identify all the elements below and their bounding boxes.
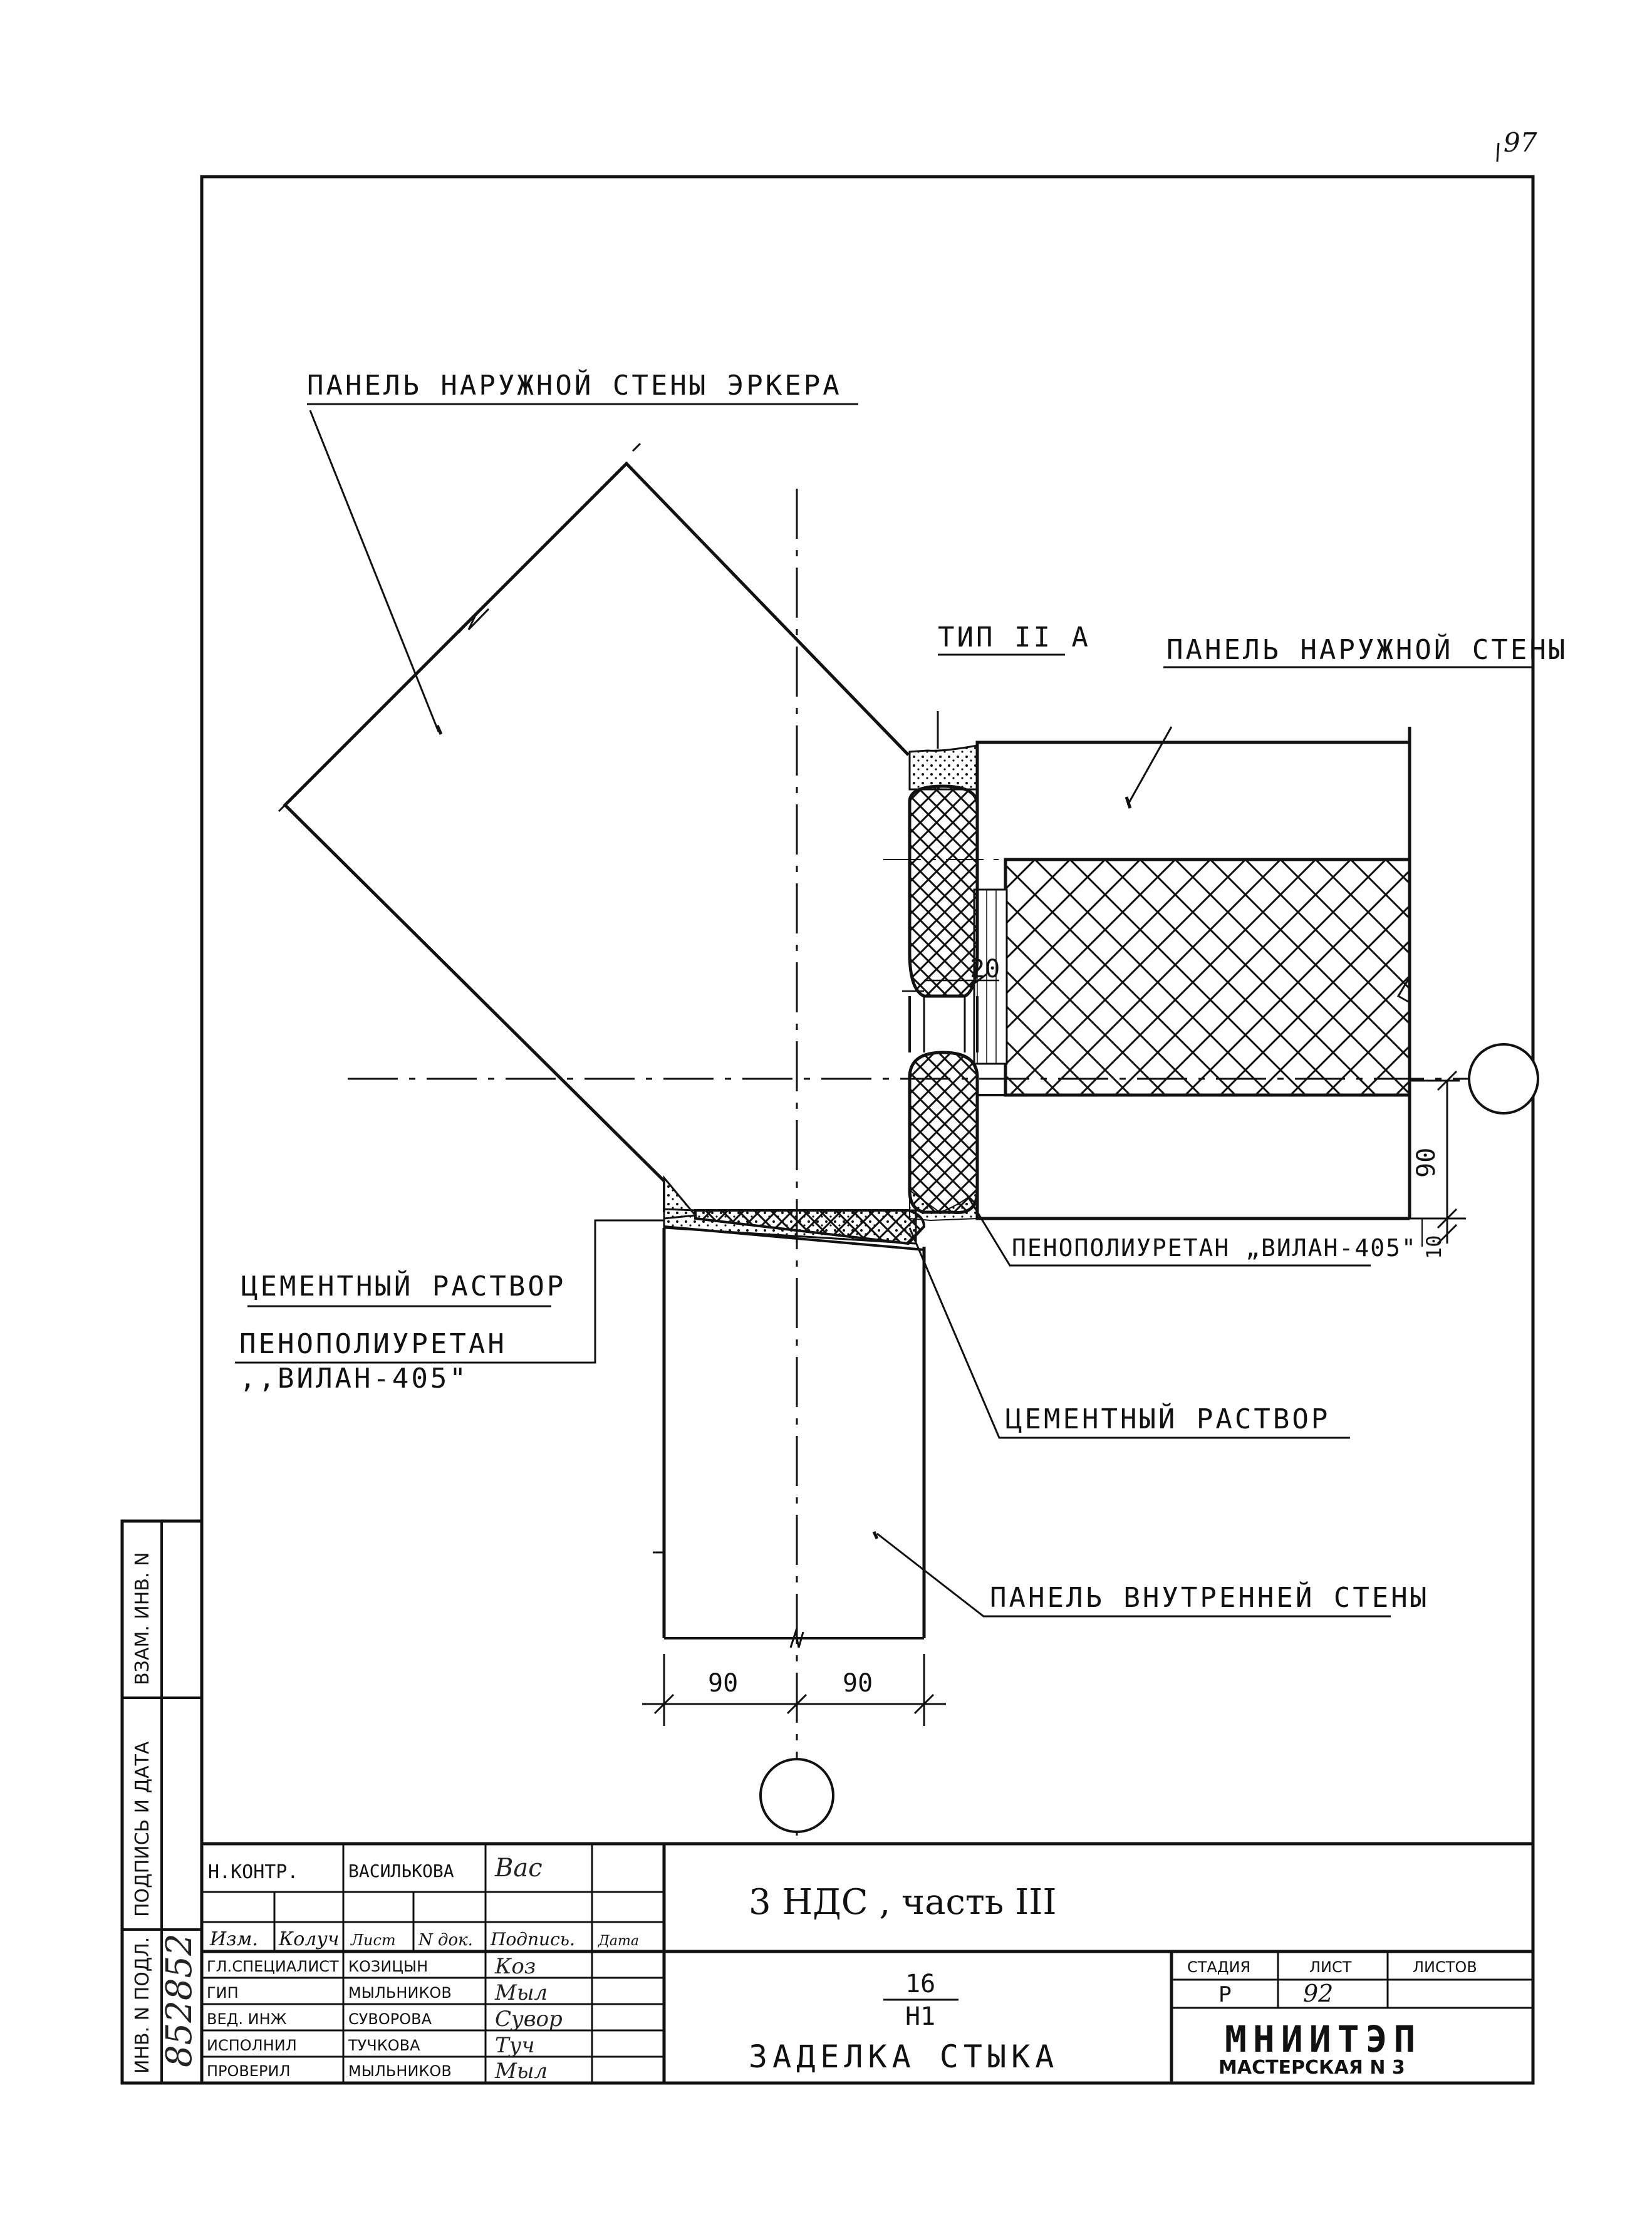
sheet-corner-number: 97	[1504, 127, 1537, 158]
stamp-inv-value: 852852	[159, 1933, 200, 2067]
axis-bubble-bottom	[759, 1758, 834, 1833]
label-cement-left: ЦЕМЕНТНЫЙ РАСТВОР	[241, 1269, 566, 1302]
label-cement-right: ЦЕМЕНТНЫЙ РАСТВОР	[1005, 1402, 1330, 1435]
tb-row-role: ВЕД. ИНЖ	[207, 2010, 287, 2028]
tb-stage-hdr: СТАДИЯ	[1187, 1958, 1250, 1976]
tb-org-name: МНИИТЭП	[1225, 2018, 1421, 2060]
dim-right-10: 10	[1422, 1235, 1446, 1259]
foam-gasket-lower	[908, 1051, 979, 1215]
outer-panel-insulation	[1004, 858, 1411, 1097]
label-foam-left-1: ПЕНОПОЛИУРЕТАН	[239, 1328, 507, 1360]
tb-nkontr-sig: Вас	[494, 1854, 543, 1883]
sheet-frame	[200, 175, 1535, 2085]
tb-hdr-podpis: Подпись.	[490, 1929, 575, 1950]
tb-nkontr-name: ВАСИЛЬКОВА	[348, 1861, 454, 1881]
label-oriel-panel: ПАНЕЛЬ НАРУЖНОЙ СТЕНЫ ЭРКЕРА	[307, 368, 842, 402]
tb-row-sig: Мыл	[494, 1980, 548, 2005]
label-foam-right: ПЕНОПОЛИУРЕТАН „ВИЛАН-405"	[1012, 1234, 1417, 1262]
tb-sheet-hdr: ЛИСТ	[1309, 1958, 1352, 1976]
tb-row-name: КОЗИЦЫН	[348, 1958, 428, 1975]
stamp-podpis: ПОДПИСЬ И ДАТА	[132, 1741, 153, 1917]
foam-gasket-upper	[908, 784, 979, 998]
dim-right-90: 90	[1412, 1148, 1441, 1178]
label-foam-left-2: ,,ВИЛАН-405"	[239, 1363, 469, 1395]
tb-sheet-val: 92	[1303, 1980, 1333, 2007]
label-inner-panel: ПАНЕЛЬ ВНУТРЕННЕЙ СТЕНЫ	[990, 1581, 1429, 1614]
dim-bottom-right-90: 90	[843, 1669, 873, 1698]
tb-row-sig: Коз	[494, 1954, 536, 1979]
label-outer-panel: ПАНЕЛЬ НАРУЖНОЙ СТЕНЫ	[1166, 633, 1567, 666]
tb-org-sub: МАСТЕРСКАЯ N 3	[1218, 2057, 1405, 2079]
outer-wall-panel	[975, 740, 1410, 858]
tb-row-name: ТУЧКОВА	[348, 2037, 420, 2054]
label-type: ТИП II А	[938, 621, 1091, 653]
tb-row-name: СУВОРОВА	[348, 2010, 432, 2028]
tb-row-role: ГЛ.СПЕЦИАЛИСТ	[207, 1958, 339, 1975]
axis-bubble-right	[1468, 1043, 1539, 1114]
tb-row-role: ПРОВЕРИЛ	[207, 2062, 291, 2080]
stamp-inv: ИНВ. N ПОДЛ.	[132, 1937, 153, 2074]
title-block	[200, 1842, 1535, 2085]
dim-bottom-left-90: 90	[708, 1669, 738, 1698]
tb-project: 3 НДС , часть III	[749, 1882, 1056, 1923]
tb-row-sig: Туч	[495, 2033, 535, 2058]
tb-row-name: МЫЛЬНИКОВ	[348, 1984, 452, 2002]
stamp-vzam: ВЗАМ. ИНВ. N	[132, 1552, 153, 1685]
tb-nkontr-role: Н.КОНТР.	[208, 1861, 299, 1883]
side-stamp	[120, 1519, 204, 2085]
tb-sheets-hdr: ЛИСТОВ	[1413, 1958, 1477, 1976]
tb-row-sig: Мыл	[494, 2059, 548, 2084]
tb-hdr-list: Лист	[350, 1931, 396, 1949]
tb-stage-val: Р	[1218, 1982, 1232, 2007]
tb-frac-top: 16	[905, 1970, 935, 1998]
tb-row-name: МЫЛЬНИКОВ	[348, 2062, 452, 2080]
tb-hdr-ndok: N док.	[418, 1931, 473, 1950]
oriel-wall-panel	[283, 461, 910, 1182]
tb-hdr-izm: Изм.	[209, 1928, 258, 1950]
tb-hdr-koluch: Колуч	[278, 1928, 339, 1950]
tb-hdr-data: Дата	[598, 1933, 639, 1949]
tb-frac-bottom: Н1	[905, 2002, 935, 2031]
tb-drawing-title: ЗАДЕЛКА СТЫКА	[749, 2039, 1059, 2075]
tb-row-role: ГИП	[207, 1984, 239, 2002]
joint-detail-drawing	[235, 403, 1539, 1836]
dim-gap: 20	[970, 955, 1000, 984]
tb-row-role: ИСПОЛНИЛ	[207, 2037, 297, 2054]
tb-row-sig: Сувор	[495, 2007, 563, 2032]
